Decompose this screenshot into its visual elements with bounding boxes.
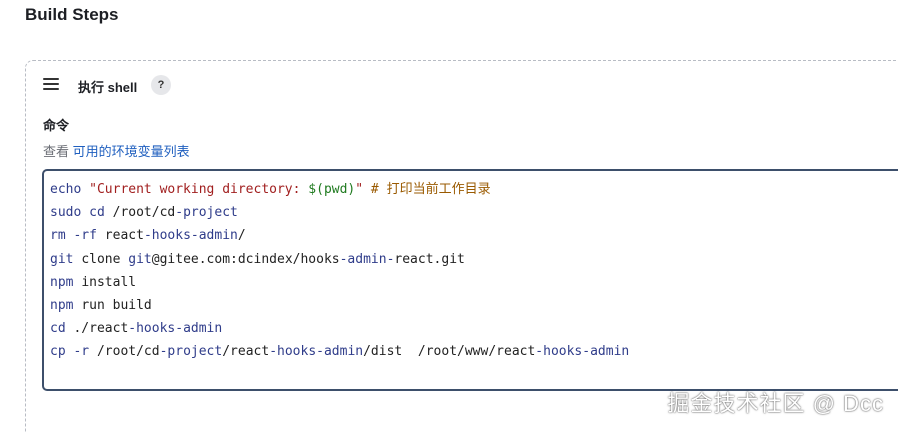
code-token: react.git <box>394 251 465 267</box>
code-line: sudo cd /root/cd-project <box>50 201 898 224</box>
code-token: /react <box>222 344 270 360</box>
code-token: git <box>128 251 152 267</box>
code-token: -hooks-admin <box>269 344 364 360</box>
code-token: echo <box>50 182 90 197</box>
code-token: npm <box>50 298 82 314</box>
build-step-panel <box>25 60 898 432</box>
code-token: -project <box>159 344 223 360</box>
code-token: react <box>96 228 144 244</box>
code-token: /dist /root/www/react <box>363 344 536 360</box>
code-token: clone <box>81 251 129 267</box>
code-line: echo "Current working directory: $(pwd)"… <box>50 178 898 201</box>
code-token: -hooks-admin <box>535 344 630 360</box>
code-token: install <box>81 274 137 290</box>
code-token: / <box>237 228 246 244</box>
code-line: npm install <box>50 271 898 294</box>
code-token: /root/cd <box>89 344 160 360</box>
step-title: 执行 shell <box>78 80 138 95</box>
code-token: git <box>50 251 82 267</box>
code-token: -admin- <box>339 251 395 267</box>
code-token: @gitee.com:dcindex/hooks <box>151 251 340 267</box>
drag-handle-icon[interactable] <box>43 78 59 90</box>
code-token: /root/cd <box>112 205 176 221</box>
section-title: Build Steps <box>25 5 119 24</box>
code-line: npm run build <box>50 294 898 317</box>
command-label: 命令 <box>43 118 70 133</box>
code-token: -project <box>175 205 238 221</box>
env-prefix: 查看 <box>43 144 70 159</box>
code-token: cp <box>50 344 74 360</box>
code-line: rm -rf react-hooks-admin/ <box>50 224 898 247</box>
code-token: cd <box>50 321 74 337</box>
code-token: run build <box>81 298 152 314</box>
command-editor[interactable]: echo "Current working directory: $(pwd)"… <box>42 169 898 391</box>
code-token: -hooks-admin <box>128 321 223 337</box>
env-vars-link[interactable]: 可用的环境变量列表 <box>72 144 190 159</box>
code-token: npm <box>50 274 82 290</box>
code-token: " <box>355 182 364 197</box>
watermark: 掘金技术社区 @ Dcc <box>667 391 884 416</box>
code-token: -rf <box>73 228 97 244</box>
help-icon[interactable]: ? <box>151 75 171 95</box>
code-token: "Current working directory: <box>89 182 309 197</box>
code-token: rm <box>50 228 74 244</box>
code-token: sudo cd <box>50 205 113 221</box>
code-token: ./react <box>73 321 129 337</box>
code-token: $(pwd) <box>308 182 356 197</box>
env-vars-line: 查看 可用的环境变量列表 <box>43 141 190 160</box>
code-token: # 打印当前工作目录 <box>363 182 491 197</box>
code-line: cp -r /root/cd-project/react-hooks-admin… <box>50 340 898 363</box>
code-token: -hooks-admin <box>143 228 238 244</box>
code-token: -r <box>73 344 90 360</box>
code-line: cd ./react-hooks-admin <box>50 317 898 340</box>
code-line: git clone git@gitee.com:dcindex/hooks-ad… <box>50 248 898 271</box>
